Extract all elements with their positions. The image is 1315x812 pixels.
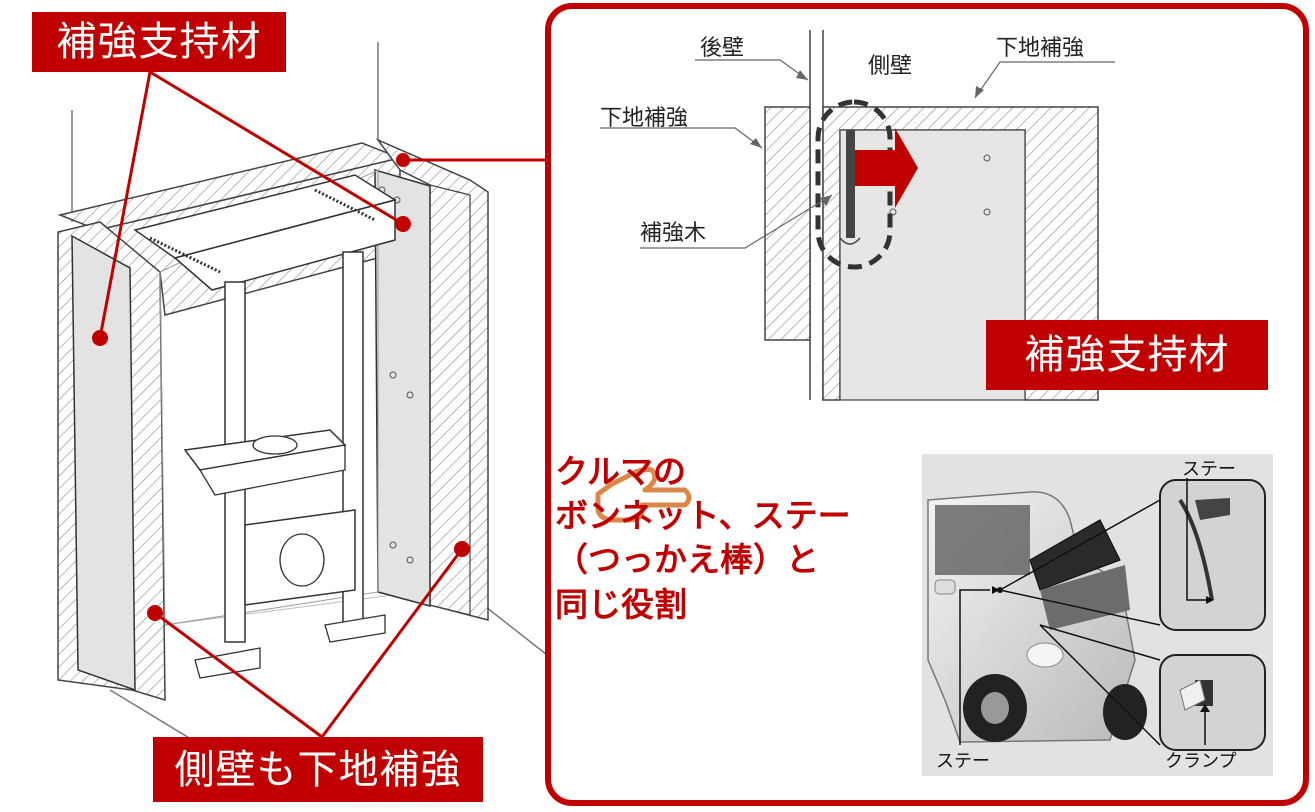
rear-wall-label: 後壁 [700, 36, 745, 61]
marker-dot [396, 153, 410, 167]
push-arrow-icon [855, 128, 918, 208]
stay-label-bottom: ステー [936, 751, 990, 772]
callout-line: 同じ役割 [555, 584, 687, 624]
marker-dot [147, 605, 163, 621]
pointing-hand-icon [595, 467, 692, 523]
callout-line: クルマの [555, 452, 687, 491]
base-reinforcement-left-label: 下地補強 [600, 106, 689, 131]
car-photo [922, 454, 1273, 776]
side-wall-label: 側壁 [868, 54, 913, 79]
marker-dot [395, 216, 411, 232]
car-analogy-callout: クルマの ボンネット、ステー （つっかえ棒）と 同じ役割 [555, 450, 915, 627]
right-reinforcement-board [374, 168, 431, 607]
wall-frame-illustration [57, 42, 561, 791]
reinforcement-wood [846, 130, 855, 238]
clamp-label: クランプ [1165, 751, 1237, 772]
reinforcement-wood-label: 補強木 [640, 221, 707, 246]
marker-dot [454, 541, 470, 557]
marker-dot [92, 330, 108, 346]
callout-line: （つっかえ棒）と [555, 540, 819, 580]
side-wall-reinforcement-label: 側壁も下地補強 [153, 737, 483, 802]
support-material-label: 補強支持材 [32, 12, 286, 72]
highlight-oval [815, 99, 893, 270]
callout-line: ボンネット、ステー [555, 496, 851, 536]
base-reinforcement-right-label: 下地補強 [996, 36, 1085, 61]
stay-label-top: ステー [1182, 459, 1236, 480]
panel-support-material-label: 補強支持材 [986, 320, 1268, 390]
left-reinforcement-board [71, 234, 136, 692]
